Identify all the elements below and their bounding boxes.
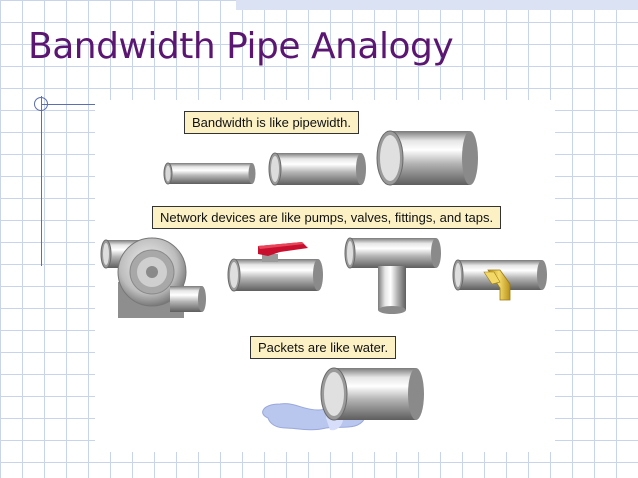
valve xyxy=(227,242,323,292)
slide-title: Bandwidth Pipe Analogy xyxy=(28,26,454,67)
tap xyxy=(452,259,547,301)
label-packets: Packets are like water. xyxy=(250,336,397,359)
decorative-circle xyxy=(34,97,48,111)
medium-pipe xyxy=(268,152,366,186)
pump xyxy=(100,237,206,318)
label-bandwidth: Bandwidth is like pipewidth. xyxy=(184,111,359,134)
wide-pipe xyxy=(376,130,478,186)
decorative-vertical-line xyxy=(41,96,42,266)
label-network-devices: Network devices are like pumps, valves, … xyxy=(152,206,502,229)
tee-fitting xyxy=(344,237,441,314)
narrow-pipe xyxy=(163,162,256,185)
pipe-with-water xyxy=(262,367,424,431)
top-accent-strip xyxy=(236,0,638,10)
